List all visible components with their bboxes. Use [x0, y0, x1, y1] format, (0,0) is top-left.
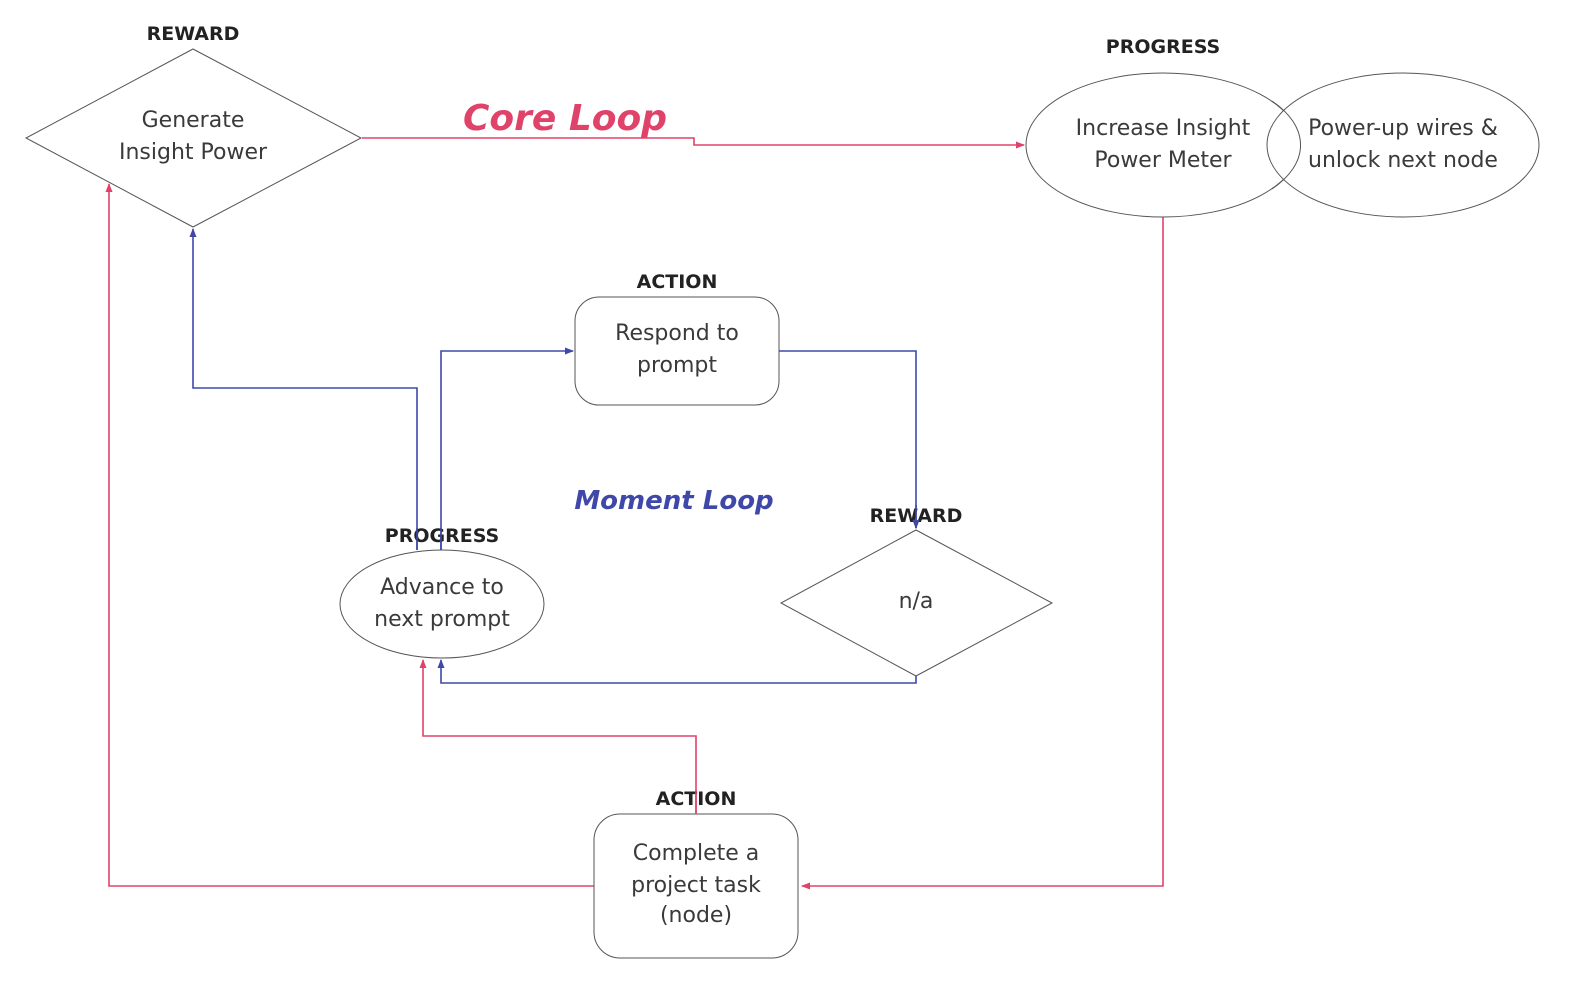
node-text-line1: Generate: [142, 108, 245, 133]
edge-increase-to-complete: [801, 217, 1164, 890]
node-text-line1: Advance to: [380, 575, 504, 600]
edge-generate-to-increase: [362, 137, 1025, 149]
node-category-label: PROGRESS: [1106, 36, 1220, 58]
node-text-line2: unlock next node: [1308, 148, 1498, 173]
moment-loop-title: Moment Loop: [574, 486, 773, 516]
node-text-line2: Insight Power: [119, 140, 268, 165]
node-category-label: PROGRESS: [385, 525, 499, 547]
node-text-line1: Increase Insight: [1076, 116, 1251, 141]
ellipse-shape: [1266, 72, 1540, 218]
node-category-label: ACTION: [637, 271, 718, 293]
ellipse-overlap-arc: [1271, 100, 1301, 190]
node-advance-to-next-prompt[interactable]: PROGRESS Advance to next prompt: [339, 525, 545, 659]
node-text-line1: Power-up wires &: [1308, 116, 1498, 141]
node-increase-insight-power-meter[interactable]: PROGRESS: [1025, 36, 1301, 218]
diamond-shape: [779, 529, 1054, 677]
node-increase-text: Increase Insight Power Meter: [1076, 116, 1251, 173]
node-text-line2: Power Meter: [1094, 148, 1232, 173]
rounded-rect-shape: [574, 296, 780, 406]
node-respond-to-prompt[interactable]: ACTION Respond to prompt: [574, 271, 780, 406]
edge-complete-to-generate: [105, 183, 594, 887]
node-text-line2: prompt: [637, 353, 717, 378]
edge-advance-to-respond: [440, 347, 574, 550]
node-generate-insight-power[interactable]: REWARD Generate Insight Power: [24, 23, 363, 228]
edge-respond-to-na: [779, 350, 920, 529]
node-complete-project-task[interactable]: ACTION Complete a project task (node): [593, 788, 799, 959]
ellipse-shape: [1025, 72, 1301, 218]
node-text-line2: project task: [631, 873, 761, 898]
diamond-shape: [24, 48, 363, 228]
node-text-line1: Respond to: [615, 321, 739, 346]
node-power-up-wires[interactable]: Power-up wires & unlock next node: [1266, 72, 1540, 218]
edge-na-to-advance: [437, 659, 917, 684]
node-text-line1: Complete a: [633, 841, 760, 866]
ellipse-shape: [339, 549, 545, 659]
node-category-label: REWARD: [147, 23, 240, 45]
node-text-line2: next prompt: [374, 607, 510, 632]
edge-advance-to-generate: [189, 228, 418, 550]
node-na-reward[interactable]: REWARD n/a: [779, 505, 1054, 677]
edge-complete-to-advance: [419, 659, 697, 814]
core-loop-title: Core Loop: [463, 98, 667, 139]
node-text-line1: n/a: [899, 589, 934, 614]
node-text-line3: (node): [660, 903, 732, 928]
